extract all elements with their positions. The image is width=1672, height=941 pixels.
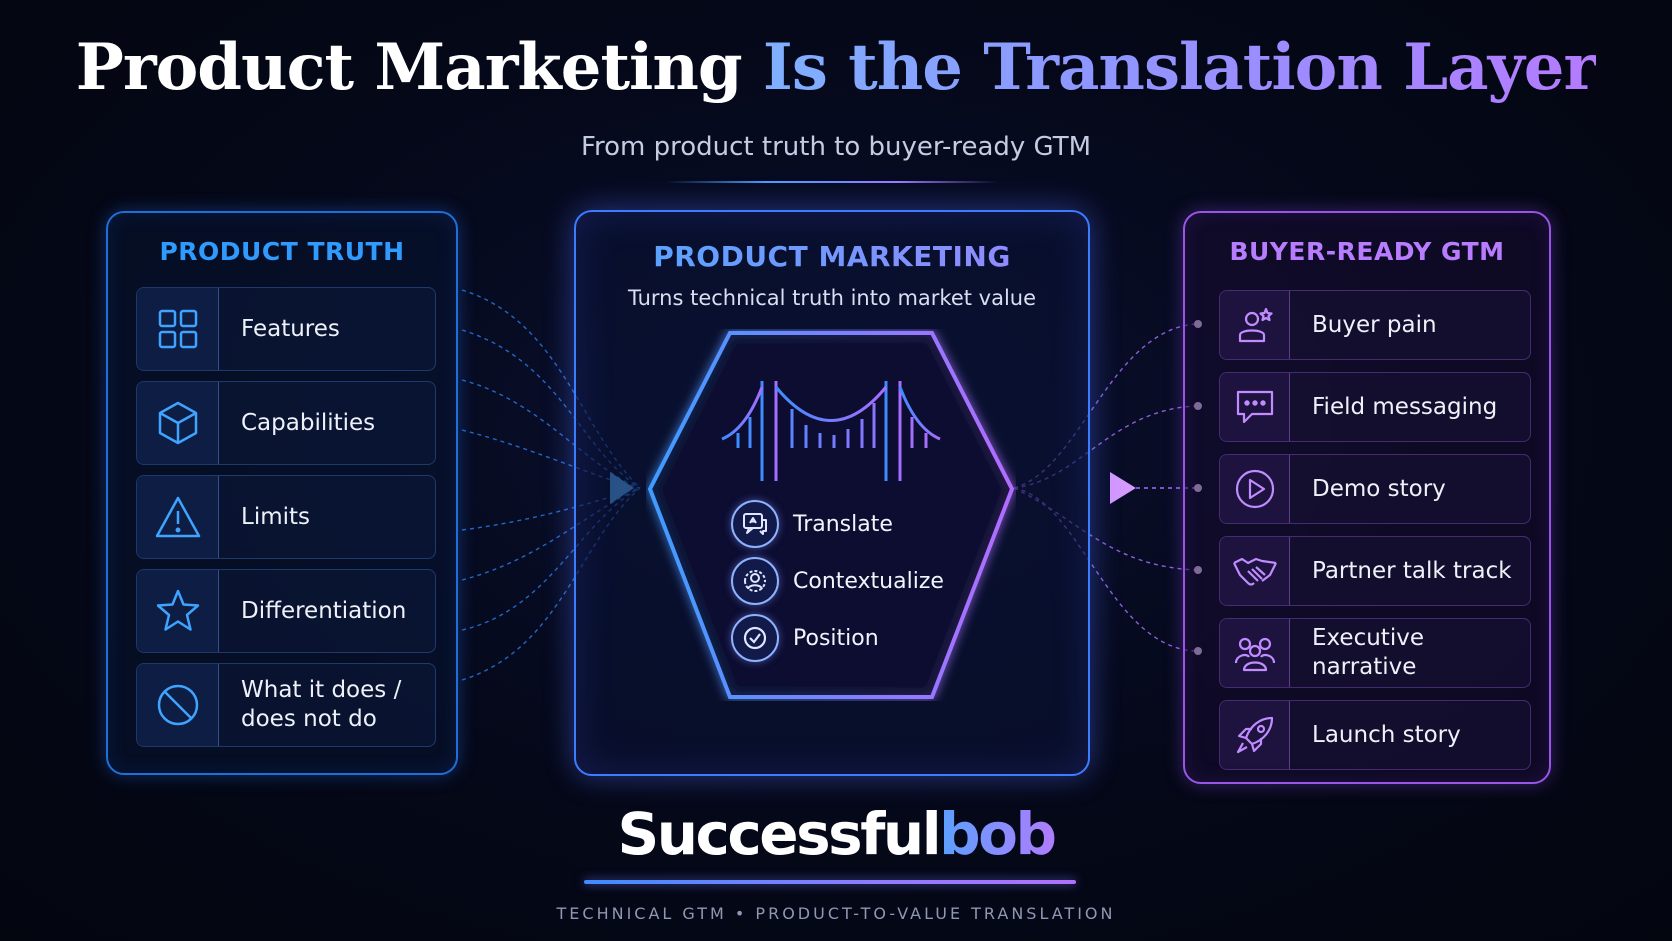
item-label: Capabilities [241,409,376,436]
item-label: Partner talk track [1312,557,1512,584]
title-part-2: Is the Translation Layer [762,30,1597,105]
gtm-item-demo-story: Demo story [1219,454,1531,524]
gtm-item-buyer-pain: Buyer pain [1219,290,1531,360]
handshake-icon [1220,537,1290,605]
item-label: Field messaging [1312,393,1498,420]
translate-icon [731,500,779,548]
gtm-item-field-messaging: Field messaging [1219,372,1531,442]
buyer-pain-icon [1220,291,1290,359]
step-position: Position [731,614,879,662]
product-marketing-title: PRODUCT MARKETING [576,240,1088,273]
step-label: Position [793,625,879,651]
brand-part-1: Successful [617,800,941,868]
product-truth-item-features: Features [136,287,436,371]
step-contextualize: Contextualize [731,557,944,605]
title-part-1: Product Marketing [75,30,763,105]
brand-underline [584,880,1076,884]
cube-icon [137,382,219,464]
product-truth-item-capabilities: Capabilities [136,381,436,465]
bridge-icon [721,381,941,481]
grid-icon [137,288,219,370]
product-truth-item-scope: What it does / does not do [136,663,436,747]
tagline: TECHNICAL GTM • PRODUCT-TO-VALUE TRANSLA… [556,904,1116,923]
buyer-ready-gtm-panel: BUYER-READY GTM Buyer pain Field messagi… [1183,211,1551,784]
product-marketing-subtitle: Turns technical truth into market value [627,286,1037,310]
item-label: Limits [241,503,310,530]
brand-logo: Successfulbob [0,800,1672,868]
translation-hexagon [647,331,1015,699]
contextualize-icon [731,557,779,605]
gtm-item-executive-narrative: Executive narrative [1219,618,1531,688]
step-label: Translate [793,511,893,537]
product-truth-item-limits: Limits [136,475,436,559]
item-label: Buyer pain [1312,311,1437,338]
buyer-ready-gtm-title: BUYER-READY GTM [1229,237,1505,266]
product-truth-item-differentiation: Differentiation [136,569,436,653]
page-title: Product Marketing Is the Translation Lay… [0,30,1672,105]
item-label-line-2: does not do [241,706,377,732]
group-icon [1220,619,1290,687]
product-truth-title: PRODUCT TRUTH [159,237,405,266]
chat-bubble-icon [1220,373,1290,441]
brand-part-2: bob [939,800,1057,868]
item-label-line-1: What it does / [241,677,402,703]
item-label: Launch story [1312,721,1461,748]
star-icon [137,570,219,652]
gtm-item-launch-story: Launch story [1219,700,1531,770]
prohibited-icon [137,664,219,746]
warning-icon [137,476,219,558]
step-translate: Translate [731,500,893,548]
right-arrowhead [1110,472,1136,504]
rocket-icon [1220,701,1290,769]
item-label: Executive narrative [1312,625,1424,680]
item-label: Demo story [1312,475,1446,502]
play-icon [1220,455,1290,523]
product-truth-panel: PRODUCT TRUTH Features Capabilities Limi… [106,211,458,775]
page-subtitle: From product truth to buyer-ready GTM [580,132,1092,162]
subtitle-divider [666,181,998,183]
item-label: What it does / does not do [219,676,401,734]
step-label: Contextualize [793,568,944,594]
gtm-item-partner-talk-track: Partner talk track [1219,536,1531,606]
item-label: Differentiation [241,597,407,624]
item-label: Features [241,315,340,342]
check-circle-icon [731,614,779,662]
